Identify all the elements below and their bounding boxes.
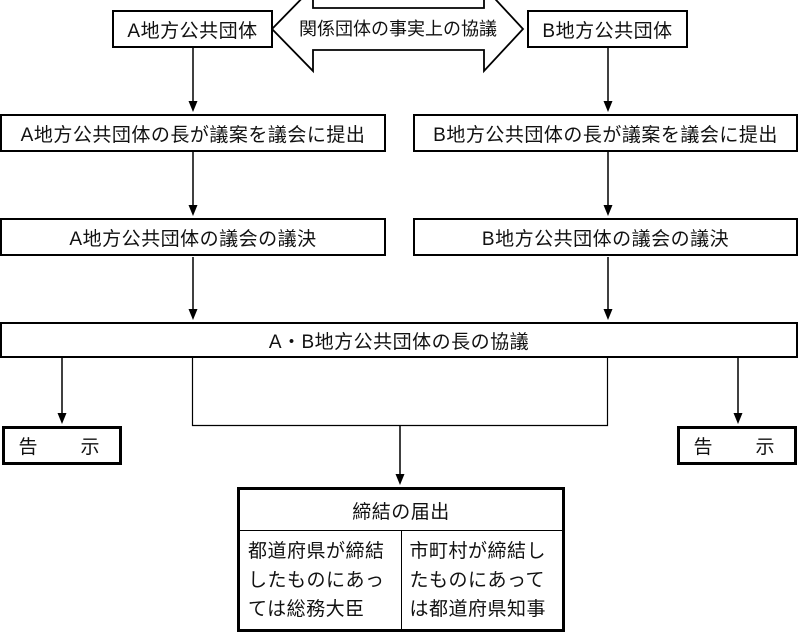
report-table-cells: 都道府県が締結 したものにあっ ては総務大臣 市町村が締結し たものにあって は… (240, 531, 562, 629)
node-report-table: 締結の届出 都道府県が締結 したものにあっ ては総務大臣 市町村が締結し たもの… (237, 487, 565, 632)
node-entity-b: B地方公共団体 (527, 10, 688, 48)
node-entity-a: A地方公共団体 (112, 10, 273, 48)
merge-connector-line (191, 358, 609, 427)
consultation-arrow-label: 関係団体の事実上の協議 (299, 19, 497, 39)
node-submit-a: A地方公共団体の長が議案を議会に提出 (0, 114, 386, 152)
report-cell-municipality: 市町村が締結し たものにあって は都道府県知事 (409, 540, 547, 620)
node-notice-right: 告 示 (677, 426, 797, 465)
node-notice-left: 告 示 (2, 426, 122, 465)
flow-arrowheads (57, 101, 743, 485)
node-joint-consultation: A・B地方公共団体の長の協議 (0, 322, 798, 358)
node-vote-a: A地方公共団体の議会の議決 (0, 218, 386, 256)
report-table-title: 締結の届出 (240, 490, 562, 531)
flow-arrows (61, 48, 739, 475)
report-cell-prefecture: 都道府県が締結 したものにあっ ては総務大臣 (240, 531, 402, 629)
node-submit-b: B地方公共団体の長が議案を議会に提出 (413, 114, 798, 152)
node-vote-b: B地方公共団体の議会の議決 (413, 218, 798, 256)
double-arrow-shape (270, 0, 525, 74)
